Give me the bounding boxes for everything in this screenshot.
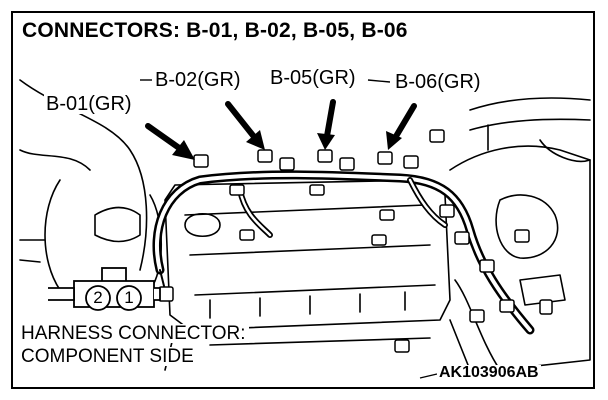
valve-cover bbox=[164, 179, 451, 331]
radiator-line bbox=[19, 239, 46, 263]
reservoir-cap bbox=[94, 206, 141, 243]
connector-lower-2 bbox=[309, 184, 325, 196]
connector-b05 bbox=[317, 149, 333, 163]
connector-b05b bbox=[339, 157, 355, 171]
connector-b06 bbox=[377, 151, 393, 165]
figure-code: AK103906AB bbox=[437, 364, 541, 381]
head-bolt-row bbox=[209, 291, 406, 319]
arrow-b01-head bbox=[172, 140, 195, 160]
intake-pipe-2 bbox=[469, 118, 591, 131]
pin-1-label: 1 bbox=[124, 288, 134, 307]
connector-lower-4 bbox=[371, 234, 387, 246]
connector-aux-7 bbox=[514, 229, 530, 243]
callout-b01: B-01(GR) bbox=[44, 93, 134, 115]
connector-b06b bbox=[403, 155, 419, 169]
connector-face-tab bbox=[101, 267, 127, 283]
valve-cover-ridge-3 bbox=[194, 284, 436, 296]
callout-b05: B-05(GR) bbox=[268, 67, 358, 89]
connector-aux-1 bbox=[429, 129, 445, 143]
connector-lower-3 bbox=[379, 209, 395, 221]
fender-contour-2 bbox=[19, 149, 91, 171]
bracket-right bbox=[519, 274, 566, 306]
leader-b05 bbox=[367, 79, 391, 83]
throttle-body bbox=[495, 194, 559, 259]
connector-lower-5 bbox=[239, 229, 255, 241]
connector-b02 bbox=[257, 149, 273, 163]
harness-branch-core bbox=[238, 188, 272, 237]
connector-aux-8 bbox=[539, 299, 553, 315]
connector-bottom bbox=[394, 339, 410, 353]
connector-face-latch-left bbox=[48, 287, 75, 301]
callout-b06: B-06(GR) bbox=[393, 71, 483, 93]
wiring-harness-core bbox=[154, 172, 532, 332]
oil-cap bbox=[184, 213, 221, 237]
arrow-b01-shaft bbox=[145, 123, 185, 153]
connector-lower-1 bbox=[229, 184, 245, 196]
pin-2-label: 2 bbox=[93, 288, 103, 307]
intake-body bbox=[449, 145, 591, 371]
callout-b02: B-02(GR) bbox=[153, 69, 243, 91]
arrow-b02-shaft bbox=[225, 101, 258, 141]
connector-aux-5 bbox=[499, 299, 515, 313]
valve-cover-ridge bbox=[184, 204, 426, 216]
intake-pipe bbox=[469, 97, 591, 111]
code-leader bbox=[419, 373, 438, 379]
connector-aux-4 bbox=[479, 259, 495, 273]
connector-aux-6 bbox=[469, 309, 485, 323]
arrow-b02-head bbox=[246, 130, 265, 150]
connector-view-caption-line1: HARNESS CONNECTOR: bbox=[18, 324, 249, 343]
valve-cover-ridge-2 bbox=[189, 244, 431, 256]
arrow-b05-head bbox=[317, 133, 335, 150]
pin-1-circle bbox=[116, 285, 142, 311]
connector-b01 bbox=[193, 154, 209, 168]
pin-2-circle bbox=[85, 285, 111, 311]
connector-b02b bbox=[279, 157, 295, 171]
connector-drop bbox=[158, 286, 174, 302]
diagram-title: CONNECTORS: B-01, B-02, B-05, B-06 bbox=[22, 19, 408, 42]
arrow-b06-shaft bbox=[392, 103, 417, 141]
arrow-b05-shaft bbox=[324, 99, 336, 139]
connector-face-latch-right bbox=[154, 287, 161, 301]
harness-branch-2-core bbox=[408, 178, 447, 227]
connector-aux-2 bbox=[439, 204, 455, 218]
hose-right bbox=[539, 139, 591, 162]
connector-aux-3 bbox=[454, 231, 470, 245]
connector-view-caption-line2: COMPONENT SIDE bbox=[18, 347, 197, 366]
arrow-b06-head bbox=[386, 131, 402, 150]
